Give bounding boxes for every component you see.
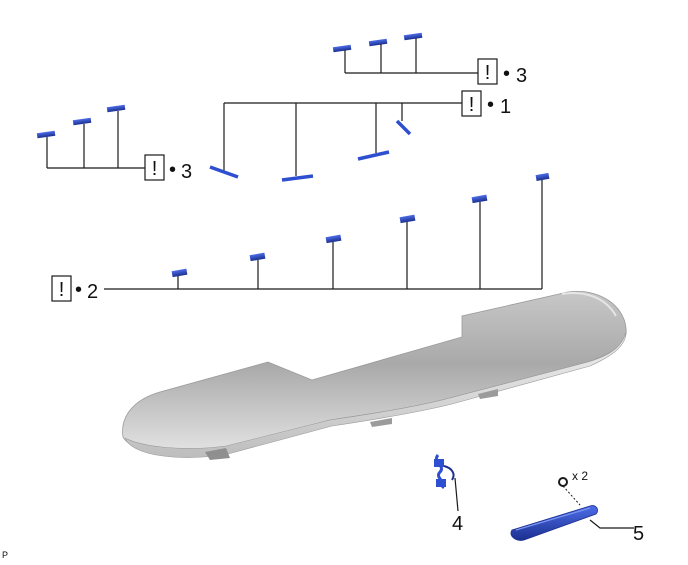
part-number-5: 5 bbox=[633, 523, 644, 545]
caution-symbol: ! bbox=[152, 158, 158, 180]
part-5-lamp: x 2 5 bbox=[510, 469, 644, 545]
part-number-4: 4 bbox=[452, 513, 463, 535]
part-4-connector: 4 bbox=[434, 454, 463, 535]
caution-box bbox=[144, 154, 165, 181]
caution-box bbox=[51, 275, 72, 302]
callout-bullet: • bbox=[503, 63, 510, 85]
caution-box bbox=[461, 90, 482, 117]
callout-bullet: • bbox=[75, 279, 82, 301]
clip-group-left: ! • 3 bbox=[36, 104, 192, 183]
corner-mark: P bbox=[2, 550, 8, 560]
screw-icon bbox=[558, 477, 568, 487]
callout-number: 3 bbox=[181, 161, 192, 183]
caution-symbol: ! bbox=[59, 279, 65, 301]
callout-number: 3 bbox=[516, 65, 527, 87]
clip-group-row: ! • 2 bbox=[51, 172, 550, 303]
clip-group-middle: ! • 1 bbox=[209, 90, 511, 182]
rear-spoiler bbox=[122, 291, 627, 460]
callout-number: 1 bbox=[500, 96, 511, 118]
clip-icon bbox=[171, 172, 550, 278]
caution-box bbox=[477, 58, 498, 85]
clip-group-top-right: ! • 3 bbox=[332, 32, 527, 87]
clip-icon bbox=[332, 32, 423, 53]
quantity-label: x 2 bbox=[572, 469, 588, 483]
callout-bullet: • bbox=[487, 94, 494, 116]
callout-bullet: • bbox=[169, 159, 176, 181]
callout-number: 2 bbox=[87, 281, 98, 303]
clip-icon bbox=[36, 104, 126, 139]
caution-symbol: ! bbox=[469, 94, 475, 116]
clip-icon bbox=[209, 119, 412, 182]
caution-symbol: ! bbox=[485, 62, 491, 84]
